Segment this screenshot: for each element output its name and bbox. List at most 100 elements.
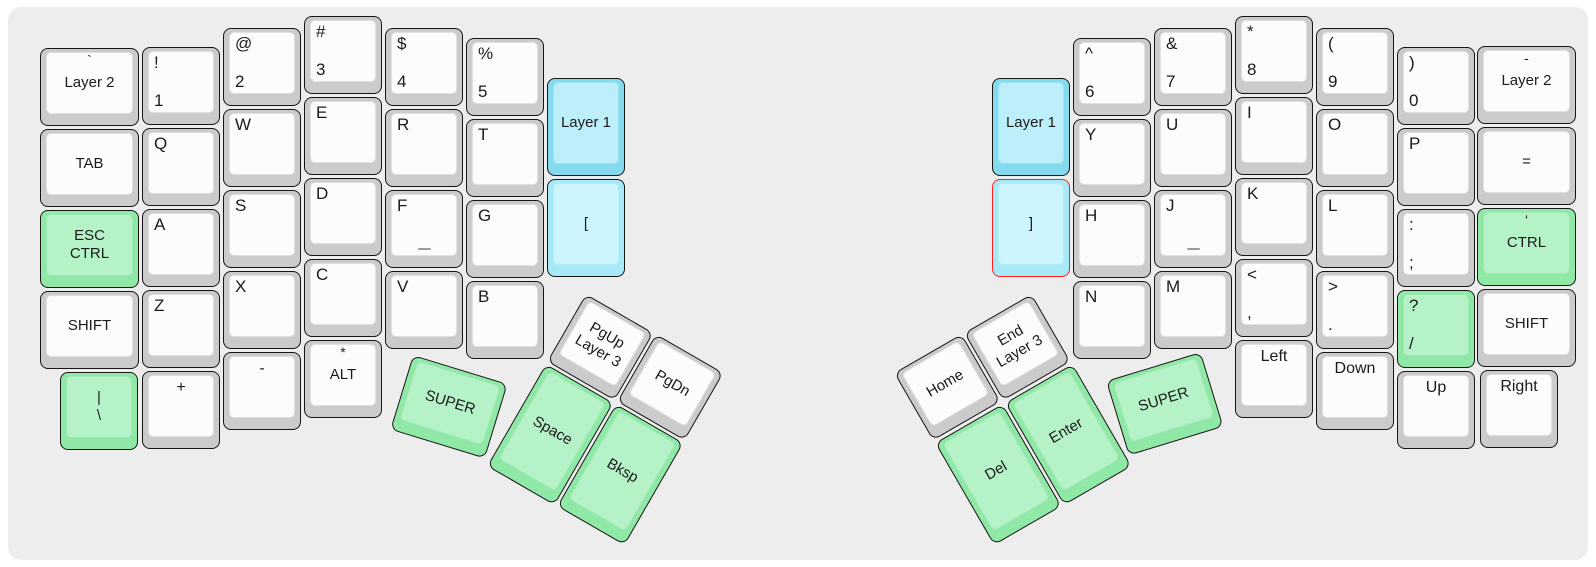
key-colon-semicolon[interactable]: :; (1397, 209, 1475, 287)
key-z[interactable]: Z (142, 290, 220, 368)
key-k[interactable]: K (1235, 178, 1313, 256)
key-b[interactable]: B (466, 281, 544, 359)
key-1[interactable]: !1 (142, 47, 220, 125)
key-6-label: ^ (1085, 44, 1093, 63)
key-o-label: O (1328, 115, 1342, 134)
key-up[interactable]: Up (1397, 371, 1475, 449)
key-3-cap: #3 (310, 20, 376, 82)
key-g-cap: G (472, 204, 538, 266)
key-c-cap: C (310, 263, 376, 325)
key-j[interactable]: J (1154, 190, 1232, 268)
key-super-left[interactable]: SUPER (390, 355, 508, 459)
key-e[interactable]: E (304, 97, 382, 175)
key-left[interactable]: Left (1235, 340, 1313, 418)
key-y[interactable]: Y (1073, 119, 1151, 197)
key-layer2-left-label: ` (87, 52, 92, 68)
key-n[interactable]: N (1073, 281, 1151, 359)
key-minus-bottom[interactable]: - (223, 352, 301, 430)
key-period[interactable]: >. (1316, 271, 1394, 349)
key-o[interactable]: O (1316, 109, 1394, 187)
key-8-label: 8 (1247, 60, 1257, 79)
key-2-label: @ (235, 34, 253, 53)
key-2[interactable]: @2 (223, 28, 301, 106)
key-3-label: 3 (316, 60, 326, 79)
key-tab[interactable]: TAB (40, 129, 139, 207)
key-7-label: & (1166, 34, 1178, 53)
key-asterisk-alt[interactable]: *ALT (304, 340, 382, 418)
key-q[interactable]: Q (142, 128, 220, 206)
key-s[interactable]: S (223, 190, 301, 268)
key-d[interactable]: D (304, 178, 382, 256)
key-layer1-right-cap: Layer 1 (998, 82, 1064, 164)
key-down[interactable]: Down (1316, 352, 1394, 430)
key-minus-layer2[interactable]: -Layer 2 (1477, 46, 1576, 124)
key-h-label: H (1085, 206, 1098, 225)
key-x[interactable]: X (223, 271, 301, 349)
key-layer2-left[interactable]: ` Layer 2 (40, 48, 139, 126)
key-z-cap: Z (148, 294, 214, 356)
key-e-label: E (316, 103, 328, 122)
key-8-label: * (1247, 22, 1254, 41)
key-rbracket-cap: ] (998, 183, 1064, 265)
key-comma[interactable]: <, (1235, 259, 1313, 337)
key-h[interactable]: H (1073, 200, 1151, 278)
key-p[interactable]: P (1397, 128, 1475, 206)
key-super-left-label: SUPER (401, 362, 500, 444)
key-n-cap: N (1079, 285, 1145, 347)
key-l[interactable]: L (1316, 190, 1394, 268)
key-f[interactable]: F (385, 190, 463, 268)
key-r[interactable]: R (385, 109, 463, 187)
key-g[interactable]: G (466, 200, 544, 278)
key-comma-label: , (1247, 303, 1252, 322)
key-4[interactable]: $4 (385, 28, 463, 106)
key-u[interactable]: U (1154, 109, 1232, 187)
key-7-label: 7 (1166, 72, 1176, 91)
key-v[interactable]: V (385, 271, 463, 349)
key-p-label: P (1409, 134, 1421, 153)
key-layer1-left[interactable]: Layer 1 (547, 78, 625, 176)
key-pipe-backslash[interactable]: |\ (60, 372, 138, 450)
key-layer2-left-label: Layer 2 (47, 53, 132, 113)
key-7-cap: &7 (1160, 32, 1226, 94)
key-w[interactable]: W (223, 109, 301, 187)
key-equals[interactable]: = (1477, 127, 1576, 205)
key-9[interactable]: (9 (1316, 28, 1394, 106)
key-layer2-left-label-line: Layer 2 (64, 74, 115, 91)
key-a[interactable]: A (142, 209, 220, 287)
key-m[interactable]: M (1154, 271, 1232, 349)
key-f-cap: F (391, 194, 457, 256)
key-shift-left-label-line: SHIFT (67, 317, 112, 334)
key-c[interactable]: C (304, 259, 382, 337)
key-k-cap: K (1241, 182, 1307, 244)
key-6[interactable]: ^6 (1073, 38, 1151, 116)
key-7[interactable]: &7 (1154, 28, 1232, 106)
key-super-right[interactable]: SUPER (1106, 352, 1224, 456)
key-5[interactable]: %5 (466, 38, 544, 116)
key-rbracket[interactable]: ] (992, 179, 1070, 277)
key-right[interactable]: Right (1480, 370, 1558, 448)
key-5-label: 5 (478, 82, 488, 101)
key-shift-left[interactable]: SHIFT (40, 291, 139, 369)
key-lbracket[interactable]: [ (547, 179, 625, 277)
key-shift-right[interactable]: SHIFT (1477, 289, 1576, 367)
key-i[interactable]: I (1235, 97, 1313, 175)
key-layer1-right-label: Layer 1 (999, 83, 1063, 163)
key-j-label: J (1166, 196, 1175, 215)
key-minus-bottom-cap: - (229, 356, 295, 418)
key-0-cap: )0 (1403, 51, 1469, 113)
key-question-slash[interactable]: ?/ (1397, 290, 1475, 368)
key-0[interactable]: )0 (1397, 47, 1475, 125)
key-plus[interactable]: + (142, 371, 220, 449)
key-8[interactable]: *8 (1235, 16, 1313, 94)
key-plus-label: + (176, 379, 186, 396)
key-1-label: ! (154, 53, 159, 72)
key-left-label: Left (1260, 348, 1288, 365)
key-3[interactable]: #3 (304, 16, 382, 94)
key-asterisk-alt-cap: *ALT (310, 344, 376, 406)
key-layer1-right[interactable]: Layer 1 (992, 78, 1070, 176)
key-quote-ctrl[interactable]: 'CTRL (1477, 208, 1576, 286)
key-n-label: N (1085, 287, 1098, 306)
key-t[interactable]: T (466, 119, 544, 197)
